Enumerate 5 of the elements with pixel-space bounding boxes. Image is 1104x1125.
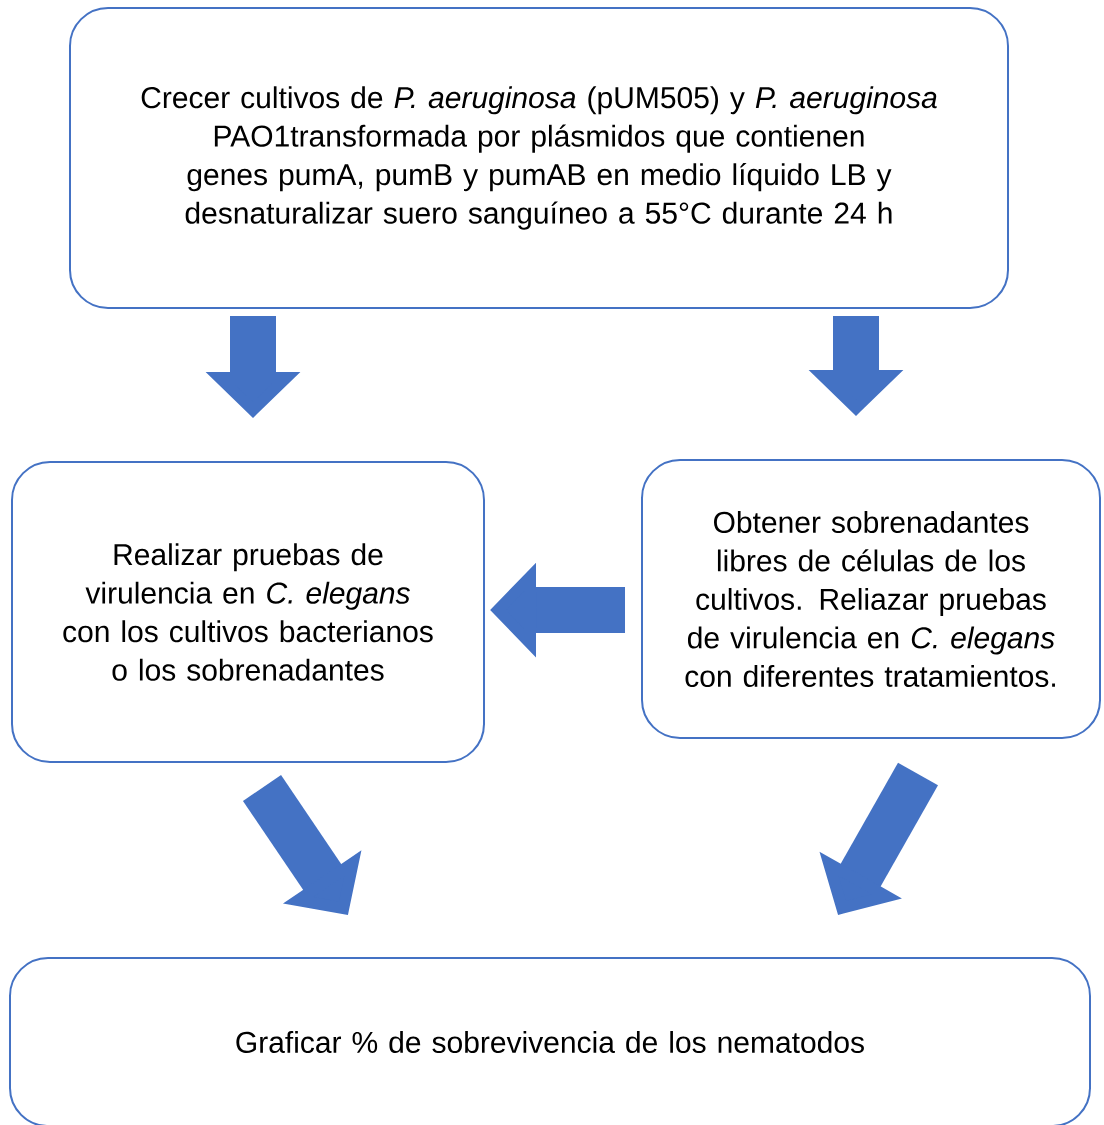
process-box: Graficar % de sobrevivencia de los nematodos <box>9 957 1091 1125</box>
process-box: Obtener sobrenadantes libres de células de los cultivos. Reliazar pruebas de virulencia en C. elegans con diferentes tratamientos. <box>641 459 1101 739</box>
process-box: Realizar pruebas de virulencia en C. elegans con los cultivos bacterianos o los sobrenadantes <box>11 461 485 763</box>
process-box: Crecer cultivos de P. aeruginosa (pUM505) y P. aeruginosa PAO1transformada por plásmidos que contienen genes pumA, pumB y pumAB en medio líquido LB y desnaturalizar suero sanguíneo a 55°C durante 24 h <box>69 7 1009 309</box>
block-arrow <box>242 775 362 915</box>
